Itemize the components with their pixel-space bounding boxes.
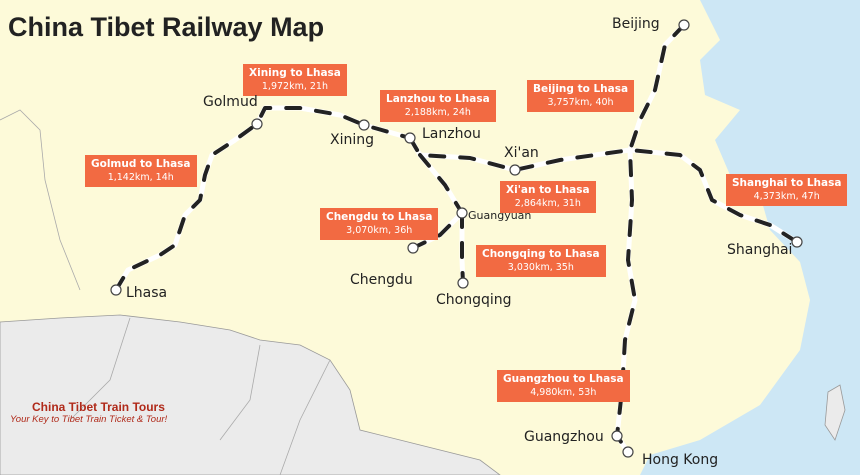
route-name: Beijing to Lhasa	[533, 83, 629, 95]
city-label: Xining	[330, 132, 375, 148]
taiwan	[824, 384, 846, 441]
neighbor-countries	[0, 314, 501, 475]
city-marker	[457, 277, 469, 289]
city-marker	[791, 236, 803, 248]
city-label: Shanghai	[727, 242, 793, 258]
city-marker	[678, 19, 690, 31]
route-info: 2,864km, 31h	[514, 198, 581, 209]
route-info: 1,972km, 21h	[261, 81, 328, 92]
city-marker	[611, 430, 623, 442]
city-label: Chengdu	[350, 272, 413, 288]
route-name: Lanzhou to Lhasa	[386, 93, 490, 105]
city-label: Guangzhou	[524, 429, 604, 445]
logo-name: China Tibet Train Tours	[32, 400, 165, 414]
route-info: 4,980km, 53h	[530, 387, 597, 398]
route-label: Guangzhou to Lhasa 4,980km, 53h	[497, 370, 630, 402]
city-label: Lanzhou	[422, 126, 481, 142]
logo-tagline: Your Key to Tibet Train Ticket & Tour!	[10, 414, 168, 425]
route-info: 3,757km, 40h	[547, 97, 614, 108]
route-label: Xining to Lhasa 1,972km, 21h	[243, 64, 347, 96]
route-label: Chengdu to Lhasa 3,070km, 36h	[320, 208, 439, 240]
city-label: Lhasa	[126, 285, 168, 301]
route-name: Xi'an to Lhasa	[506, 184, 590, 196]
logo: China Tibet Train Tours Your Key to Tibe…	[10, 400, 167, 425]
city-label: Hong Kong	[642, 452, 719, 468]
route-label: Chongqing to Lhasa 3,030km, 35h	[476, 245, 606, 277]
city-marker	[407, 242, 419, 254]
city-marker	[110, 284, 122, 296]
route-name: Chengdu to Lhasa	[326, 211, 433, 223]
city-label: Guangyuan	[468, 209, 532, 222]
city-label: Chongqing	[436, 292, 512, 308]
route-label: Golmud to Lhasa 1,142km, 14h	[85, 155, 197, 187]
city-label: Xi'an	[504, 145, 539, 161]
route-name: Xining to Lhasa	[249, 67, 341, 79]
city-marker	[509, 164, 521, 176]
sea	[640, 0, 860, 475]
route-label: Xi'an to Lhasa 2,864km, 31h	[500, 181, 596, 213]
city-marker	[622, 446, 634, 458]
route-label: Beijing to Lhasa 3,757km, 40h	[527, 80, 635, 112]
page-title: China Tibet Railway Map	[8, 12, 325, 42]
route-info: 4,373km, 47h	[753, 191, 820, 202]
route-name: Shanghai to Lhasa	[732, 177, 842, 189]
route-name: Chongqing to Lhasa	[482, 248, 600, 260]
route-info: 3,030km, 35h	[507, 262, 574, 273]
route-info: 1,142km, 14h	[107, 172, 174, 183]
city-marker	[251, 118, 263, 130]
city-label: Golmud	[203, 94, 258, 110]
route-name: Golmud to Lhasa	[91, 158, 191, 170]
city-marker	[404, 132, 416, 144]
route-label: Shanghai to Lhasa 4,373km, 47h	[726, 174, 848, 206]
city-marker	[456, 207, 468, 219]
route-name: Guangzhou to Lhasa	[503, 373, 624, 385]
route-label: Lanzhou to Lhasa 2,188km, 24h	[380, 90, 496, 122]
route-info: 3,070km, 36h	[346, 225, 413, 236]
city-label: Beijing	[612, 16, 660, 32]
route-info: 2,188km, 24h	[404, 107, 471, 118]
railway-route	[408, 136, 799, 244]
railway-route	[114, 106, 412, 292]
city-marker	[358, 119, 370, 131]
